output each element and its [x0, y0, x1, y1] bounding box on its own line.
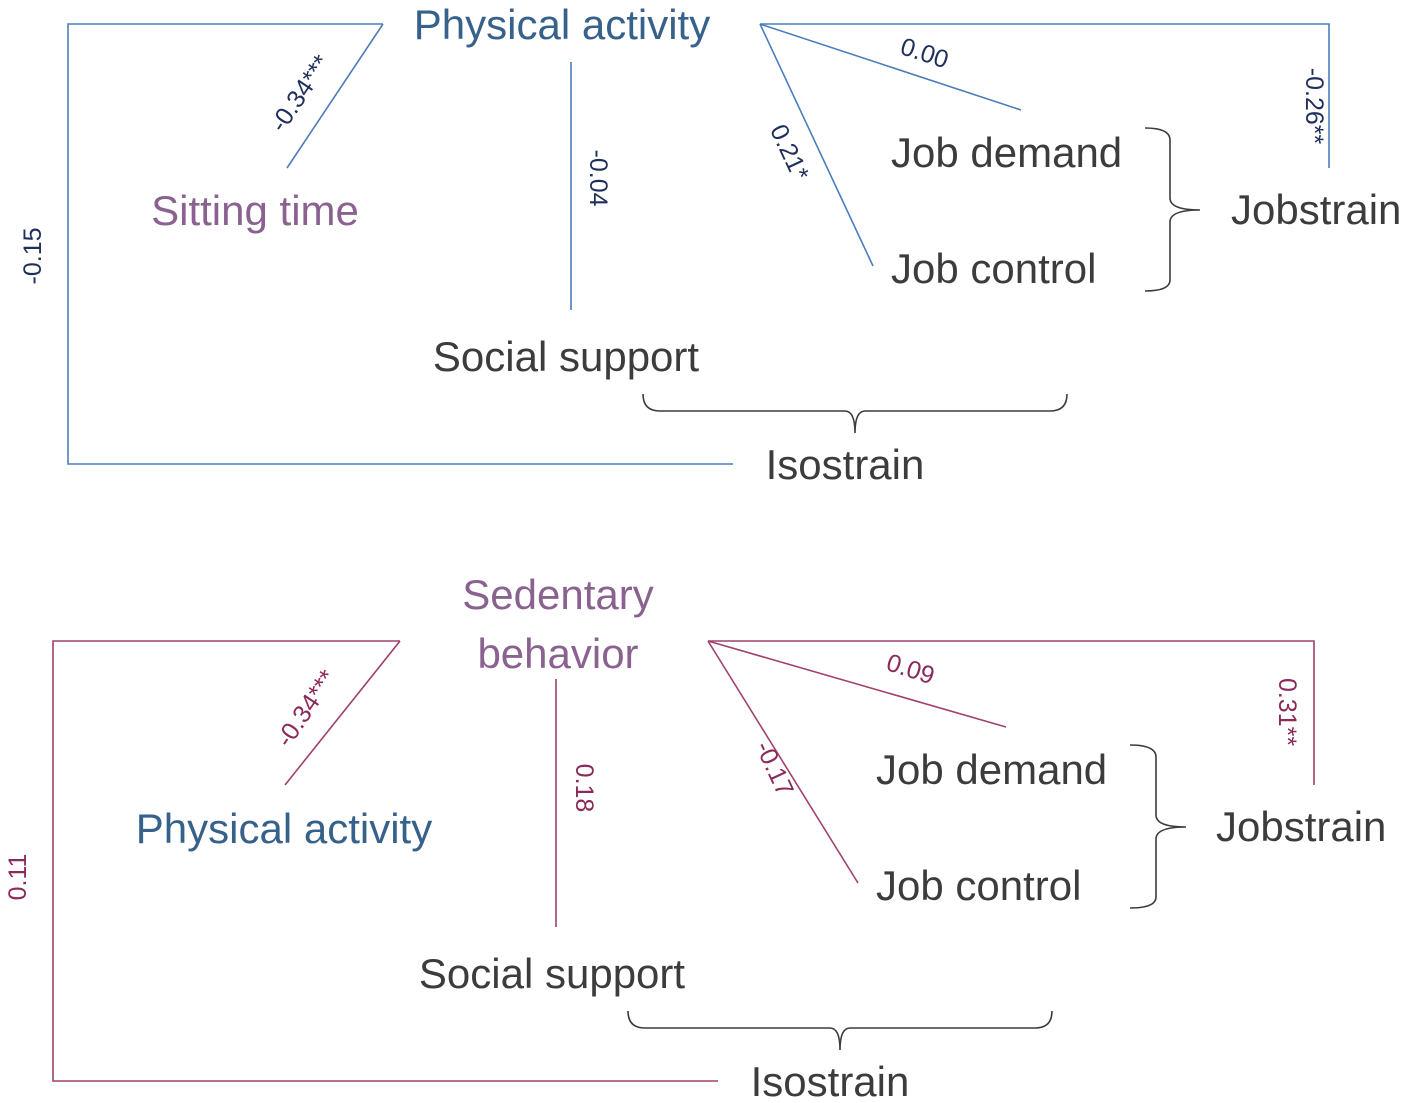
top-isostrain-brace	[642, 393, 1068, 434]
bottom-physical-activity-label: Physical activity	[136, 805, 432, 852]
bottom-coef-physical: -0.34***	[271, 665, 343, 752]
bottom-edge-jobstrain	[708, 640, 1315, 785]
bottom-coef-control: -0.17	[750, 737, 799, 800]
top-coef-jobstrain: -0.26**	[1300, 68, 1328, 145]
bottom-social-support-label: Social support	[419, 950, 685, 997]
bottom-jobstrain-brace	[1129, 744, 1187, 909]
bottom-coef-demand: 0.09	[883, 649, 938, 691]
bottom-sedentary-behavior-label-line2: behavior	[477, 630, 638, 677]
bottom-panel: Sedentary behavior Physical activity Job…	[4, 571, 1386, 1103]
top-edge-demand	[759, 23, 1022, 111]
bottom-coef-jobstrain: 0.31**	[1273, 678, 1301, 746]
top-edge-isostrain	[67, 23, 733, 465]
top-job-demand-label: Job demand	[891, 129, 1122, 176]
bottom-job-control-label: Job control	[876, 862, 1081, 909]
bottom-edge-control	[707, 640, 859, 884]
top-edge-jobstrain	[760, 23, 1330, 168]
bottom-sedentary-behavior-label-line1: Sedentary	[462, 571, 653, 618]
top-physical-activity-label: Physical activity	[414, 1, 710, 48]
top-coef-control: 0.21*	[764, 120, 814, 185]
bottom-edge-isostrain	[52, 640, 718, 1082]
top-coef-sitting: -0.34***	[265, 50, 337, 137]
top-jobstrain-label: Jobstrain	[1231, 186, 1401, 233]
bottom-coef-social: 0.18	[570, 764, 598, 813]
top-social-support-label: Social support	[433, 333, 699, 380]
top-edge-sitting	[286, 23, 384, 169]
bottom-coef-isostrain: 0.11	[4, 854, 32, 901]
top-jobstrain-brace	[1144, 127, 1201, 292]
top-coef-demand: 0.00	[897, 33, 952, 75]
top-isostrain-label: Isostrain	[766, 441, 925, 488]
bottom-edge-demand	[707, 640, 1007, 728]
top-panel: Physical activity Sitting time Job deman…	[19, 1, 1401, 488]
bottom-isostrain-brace	[627, 1010, 1053, 1051]
top-coef-isostrain: -0.15	[19, 228, 47, 285]
bottom-edge-physical	[284, 640, 401, 786]
top-job-control-label: Job control	[891, 245, 1096, 292]
bottom-job-demand-label: Job demand	[876, 746, 1107, 793]
top-edge-control	[759, 23, 874, 267]
top-coef-social: -0.04	[584, 150, 612, 207]
top-sitting-time-label: Sitting time	[151, 187, 359, 234]
bottom-isostrain-label: Isostrain	[751, 1058, 910, 1103]
bottom-jobstrain-label: Jobstrain	[1216, 803, 1386, 850]
